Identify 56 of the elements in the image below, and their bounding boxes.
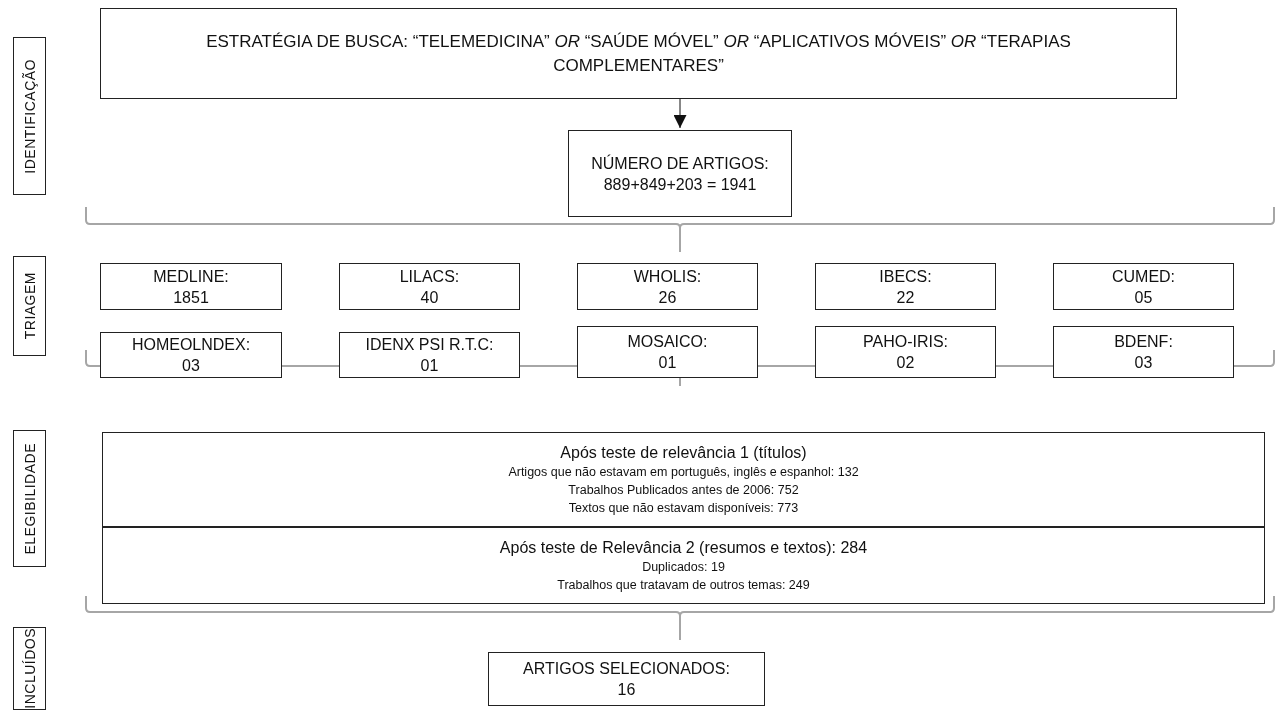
box-text: 02 <box>896 353 915 373</box>
process-box <box>102 432 1265 527</box>
box-text: 16 <box>617 680 636 700</box>
process-box <box>100 8 1177 99</box>
stage-label: TRIAGEM <box>21 272 38 340</box>
box-text: 03 <box>182 356 200 376</box>
box-text: Duplicados: 19 <box>642 559 725 576</box>
box-text: Textos que não estavam disponíveis: 773 <box>568 500 799 517</box>
box-heading: Após teste de relevância 1 (títulos) <box>560 443 807 463</box>
box-heading: Após teste de Relevância 2 (resumos e textos): 284 <box>499 538 868 558</box>
arrow <box>673 98 687 129</box>
box-heading: NÚMERO DE ARTIGOS: <box>591 153 769 174</box>
process-box <box>339 332 520 378</box>
stage-label: INCLUÍDOS <box>21 628 38 709</box>
box-text: 40 <box>420 287 439 308</box>
box-heading: WHOLIS: <box>633 266 702 287</box>
process-box <box>102 527 1265 604</box>
box-text: ESTRATÉGIA DE BUSCA: “TELEMEDICINA” OR “SAÚDE MÓVEL” OR “APLICATIVOS MÓVEIS” OR “TERAPIAS COMPLEMENTARES” <box>205 30 1072 77</box>
box-heading: ARTIGOS SELECIONADOS: <box>523 659 730 679</box>
stage-label-box <box>13 430 46 567</box>
process-box <box>1053 263 1234 310</box>
process-box <box>100 332 282 378</box>
process-box <box>339 263 520 310</box>
process-box <box>815 263 996 310</box>
stage-label: IDENTIFICAÇÃO <box>21 58 38 174</box>
process-box <box>815 326 996 378</box>
box-text: Trabalhos que tratavam de outros temas: 249 <box>557 577 810 594</box>
box-heading: IBECS: <box>879 266 932 287</box>
box-text: 22 <box>896 287 915 308</box>
box-text: Artigos que não estavam em português, inglês e espanhol: 132 <box>508 464 859 481</box>
box-heading: HOMEOLNDEX: <box>131 335 251 355</box>
box-text: 01 <box>658 353 677 373</box>
process-box <box>488 652 765 706</box>
box-text: 1851 <box>173 287 209 308</box>
box-heading: LILACS: <box>399 266 460 287</box>
box-heading: MEDLINE: <box>153 266 229 287</box>
box-text: 03 <box>1134 353 1153 373</box>
process-box <box>1053 326 1234 378</box>
box-text: 05 <box>1134 287 1153 308</box>
stage-label-box <box>13 256 46 356</box>
process-box <box>100 263 282 310</box>
box-text: 889+849+203 = 1941 <box>603 174 757 195</box>
process-box <box>577 326 758 378</box>
box-heading: CUMED: <box>1111 266 1176 287</box>
box-text: 01 <box>420 356 439 376</box>
box-text: Trabalhos Publicados antes de 2006: 752 <box>568 482 799 499</box>
box-text: 26 <box>658 287 677 308</box>
box-heading: IDENX PSI R.T.C: <box>365 335 494 355</box>
stage-label-box <box>13 37 46 195</box>
process-box <box>568 130 792 217</box>
box-heading: MOSAICO: <box>627 332 708 352</box>
stage-label: ELEGIBILIDADE <box>21 442 38 555</box>
box-heading: BDENF: <box>1114 332 1173 352</box>
stage-label-box <box>13 627 46 710</box>
process-box <box>577 263 758 310</box>
box-heading: PAHO-IRIS: <box>862 332 948 352</box>
